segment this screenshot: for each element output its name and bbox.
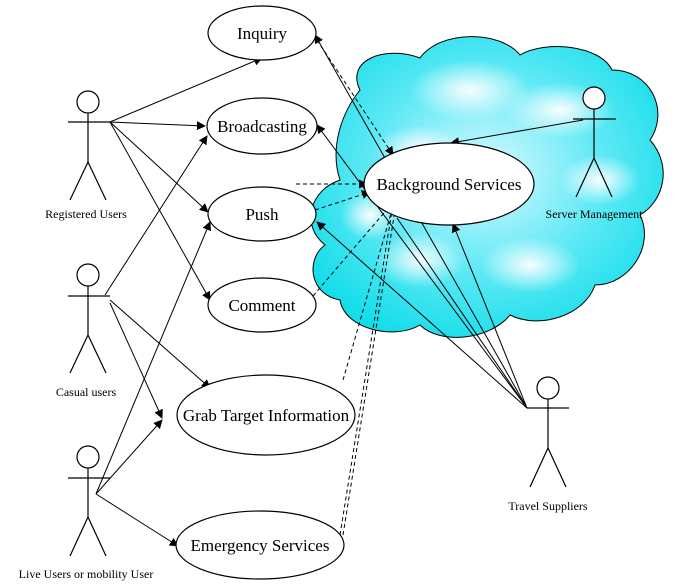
use-case-push-label: Push — [245, 205, 279, 224]
actor-casual-users-label: Casual users — [56, 385, 117, 399]
use-case-broadcasting: Broadcasting — [206, 97, 318, 155]
actor-registered-users — [68, 90, 110, 201]
actor-registered-users-label: Registered Users — [45, 207, 127, 221]
actor-server-management-label: Server Management — [546, 207, 644, 221]
use-case-broadcasting-label: Broadcasting — [217, 117, 307, 136]
use-case-inquiry: Inquiry — [207, 5, 317, 61]
use-case-emergency-services: Emergency Services — [175, 510, 345, 580]
actor-live-users-label: Live Users or mobility User — [19, 567, 154, 581]
use-case-background-services: Background Services — [363, 142, 535, 226]
actor-casual-users — [68, 263, 110, 374]
actor-live-users — [68, 445, 110, 557]
use-case-emergency-services-label: Emergency Services — [191, 536, 330, 555]
associations — [95, 34, 584, 547]
use-case-background-services-label: Background Services — [377, 175, 522, 194]
use-case-push: Push — [207, 186, 317, 242]
dependencies — [296, 39, 400, 536]
use-case-grab-target-information-label: Grab Target Information — [183, 406, 350, 425]
use-case-comment: Comment — [207, 277, 317, 333]
use-case-inquiry-label: Inquiry — [237, 24, 288, 43]
actor-server-management — [573, 86, 616, 198]
use-case-grab-target-information: Grab Target Information — [176, 374, 356, 456]
actor-travel-suppliers-label: Travel Suppliers — [508, 499, 588, 513]
actor-travel-suppliers — [527, 376, 569, 488]
use-case-comment-label: Comment — [228, 296, 295, 315]
